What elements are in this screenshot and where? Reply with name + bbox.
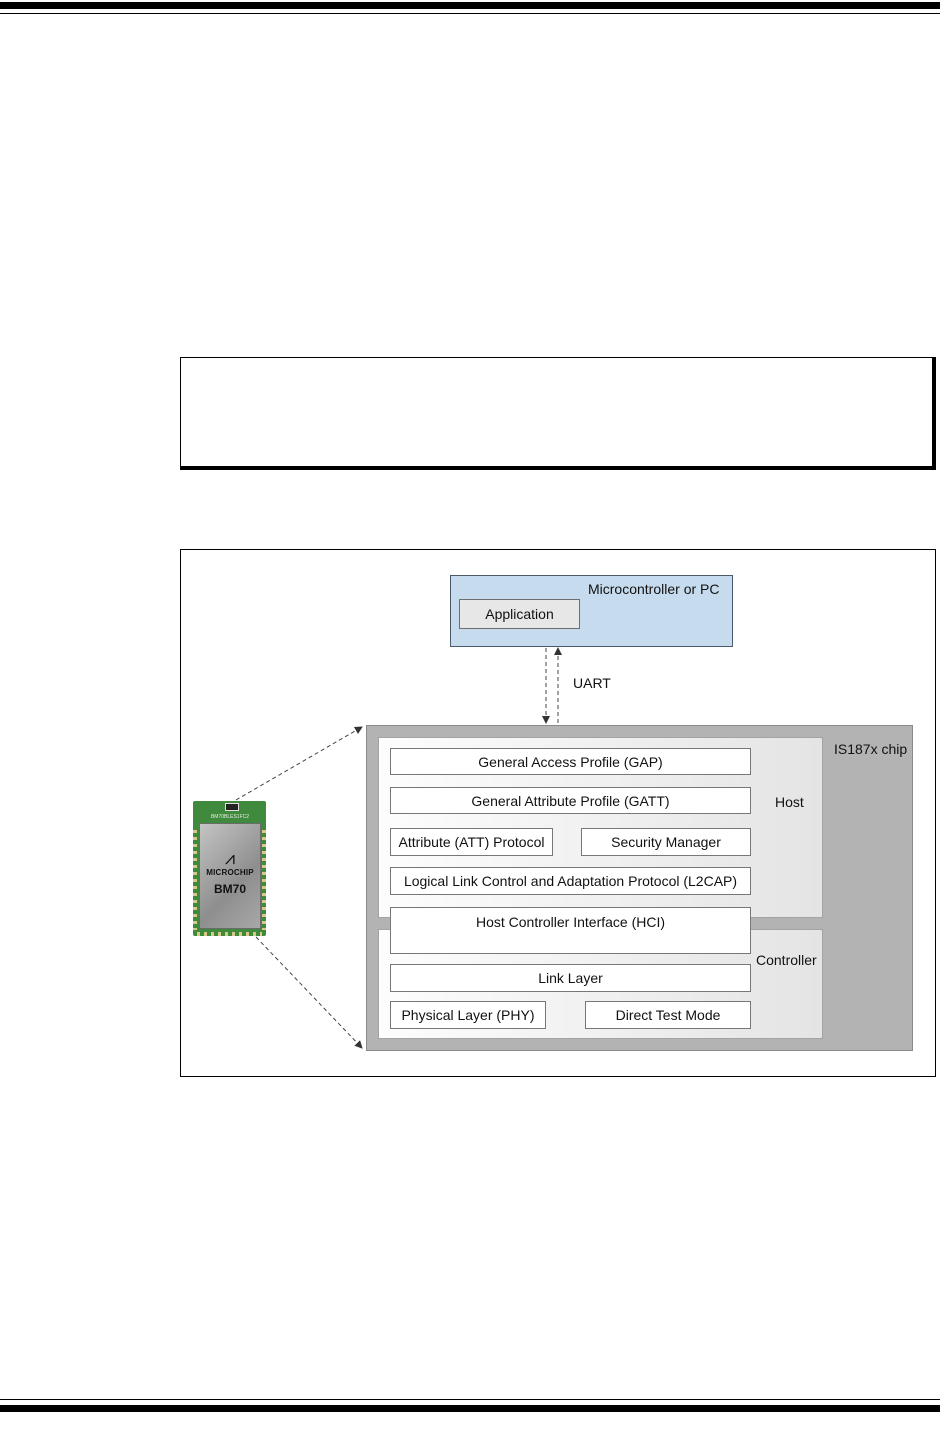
module-to-chip-top [235,726,363,801]
module-part-number: BM70BLES1FC2 [210,814,250,820]
header-rule-thick [0,2,940,9]
application-box: Application [459,599,580,629]
module-pins-left [193,830,197,930]
module-brand: MICROCHIP [206,868,254,877]
note-box [180,357,936,470]
footer-rule-thick [0,1405,940,1412]
uart-label: UART [573,675,611,691]
gatt-layer: General Attribute Profile (GATT) [390,787,751,814]
link-layer: Link Layer [390,964,751,992]
controller-label: Controller [756,952,817,968]
l2cap-layer: Logical Link Control and Adaptation Prot… [390,867,751,895]
hci-layer: Host Controller Interface (HCI) [390,907,751,954]
phy-layer: Physical Layer (PHY) [390,1001,546,1029]
footer-rule-thin [0,1399,940,1400]
gap-layer: General Access Profile (GAP) [390,748,751,775]
direct-test-mode-layer: Direct Test Mode [585,1001,751,1029]
security-manager-layer: Security Manager [581,828,751,856]
module-pins-bottom [197,932,262,936]
chip-title: IS187x chip [834,741,908,757]
att-layer: Attribute (ATT) Protocol [390,828,553,856]
module-model: BM70 [213,882,246,896]
host-label: Host [775,794,804,810]
microcontroller-title: Microcontroller or PC [588,581,720,597]
header-rule-thin [0,13,940,14]
module-shield [199,823,261,929]
microchip-logo-icon: ⩘ [224,848,236,869]
module-to-chip-bottom [255,936,363,1049]
module-pad [225,803,239,811]
module-pins-right [262,830,266,930]
